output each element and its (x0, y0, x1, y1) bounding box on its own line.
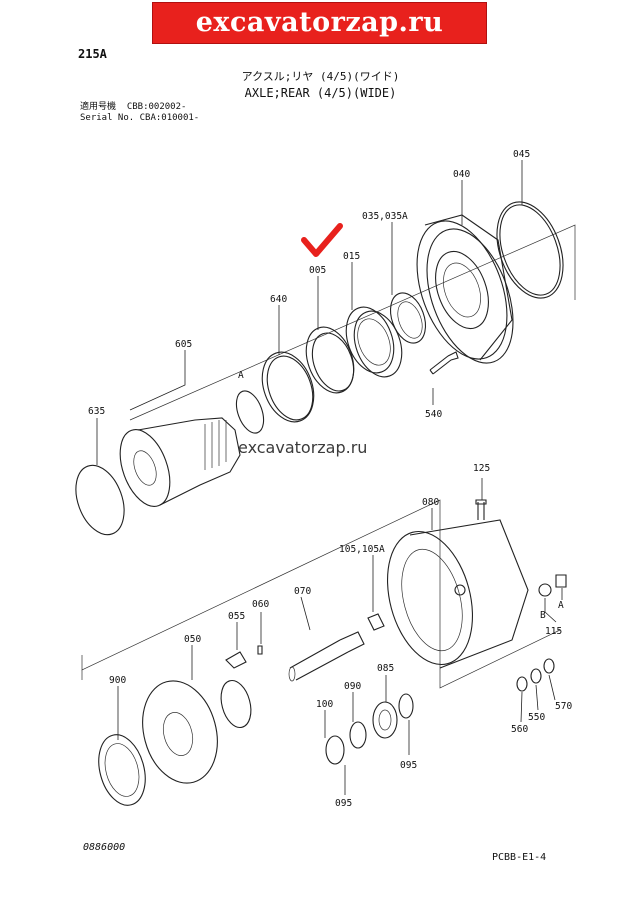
label-635: 635 (88, 406, 105, 417)
label-085: 085 (377, 663, 394, 674)
part-115-plug[interactable] (538, 574, 567, 597)
part-040-hub[interactable] (400, 209, 530, 375)
part-050-ring[interactable] (216, 677, 255, 731)
label-070: 070 (294, 586, 311, 597)
label-080: 080 (422, 497, 439, 508)
label-095-bottom: 095 (335, 798, 352, 809)
label-115: 115 (545, 626, 562, 637)
label-005: 005 (309, 265, 326, 276)
label-095-right: 095 (400, 760, 417, 771)
label-550: 550 (528, 712, 545, 723)
label-605: 605 (175, 339, 192, 350)
part-640-ring[interactable] (253, 345, 323, 429)
part-125-bolt[interactable] (475, 499, 487, 520)
part-snap-ring-a[interactable] (231, 387, 269, 437)
part-605-spindle[interactable] (111, 417, 241, 513)
label-640: 640 (270, 294, 287, 305)
part-070-shaft[interactable] (288, 631, 365, 682)
label-055: 055 (228, 611, 245, 622)
label-b: B (540, 610, 546, 621)
part-095-ring-b[interactable] (398, 693, 414, 719)
leader-lines (96, 160, 563, 795)
label-540: 540 (425, 409, 442, 420)
site-banner[interactable]: excavatorzap.ru (152, 2, 487, 44)
part-900-carrier[interactable] (91, 672, 228, 810)
watermark-text: excavatorzap.ru (238, 438, 368, 457)
label-570: 570 (555, 701, 572, 712)
label-900: 900 (109, 675, 126, 686)
figure-number: 0886000 (83, 842, 126, 853)
part-105-thrust[interactable] (367, 613, 385, 631)
label-125: 125 (473, 463, 490, 474)
label-560: 560 (511, 724, 528, 735)
title-english: AXLE;REAR (4/5)(WIDE) (244, 86, 397, 100)
part-035-bearing[interactable] (384, 288, 432, 348)
label-060: 060 (252, 599, 269, 610)
check-mark-icon (301, 223, 343, 257)
part-560-ring[interactable] (516, 676, 528, 692)
part-100-ring[interactable] (325, 735, 345, 765)
label-040: 040 (453, 169, 470, 180)
label-015: 015 (343, 251, 360, 262)
sheet-code: PCBB-E1-4 (492, 852, 547, 863)
part-015-bearing[interactable] (338, 301, 411, 384)
part-045-oring[interactable] (485, 193, 576, 307)
part-090-bearing[interactable] (349, 721, 367, 749)
part-060-bolt[interactable] (257, 645, 263, 655)
label-a-right: A (558, 600, 564, 611)
serial-number-block: 適用号機 CBB:002002- Serial No. CBA:010001- (80, 102, 200, 123)
part-635-oring[interactable] (67, 459, 133, 542)
label-035: 035,035A (362, 211, 408, 222)
label-090: 090 (344, 681, 361, 692)
part-540-bolt[interactable] (429, 351, 459, 375)
assembly-frame (81, 224, 576, 689)
part-550-ring[interactable] (530, 668, 542, 684)
page-code: 215A (78, 47, 107, 61)
label-050: 050 (184, 634, 201, 645)
part-085-gear[interactable] (372, 701, 398, 739)
label-105: 105,105A (339, 544, 385, 555)
title-japanese: アクスル;リヤ (4/5)(ワイド) (241, 70, 400, 83)
part-570-plug[interactable] (543, 658, 555, 674)
label-100: 100 (316, 699, 333, 710)
part-080-housing[interactable] (374, 519, 529, 674)
label-045: 045 (513, 149, 530, 160)
label-a-top: A (238, 370, 244, 381)
part-055-plate[interactable] (225, 651, 247, 669)
